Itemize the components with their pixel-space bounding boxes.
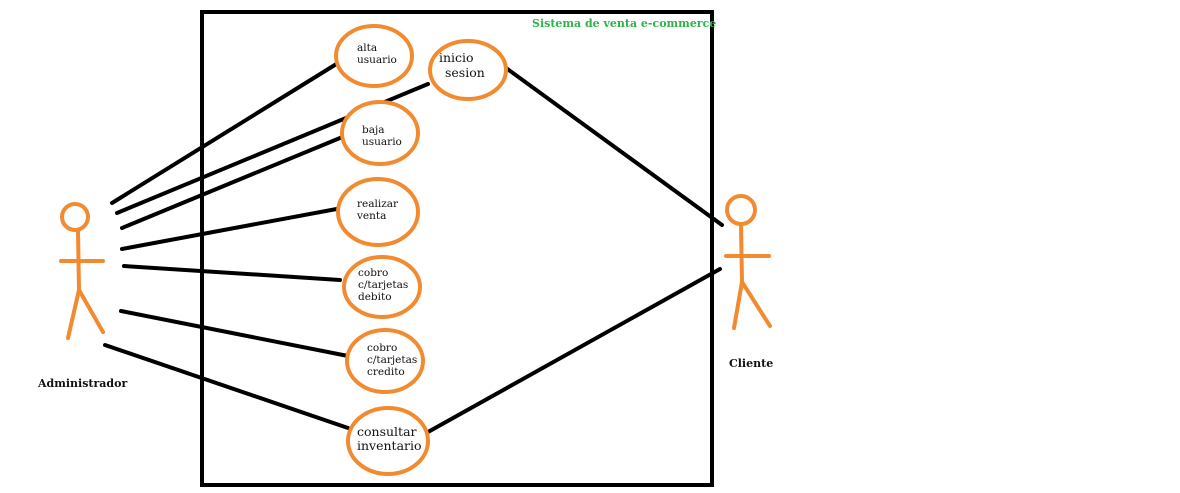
actor-right-leg bbox=[740, 280, 772, 328]
use-case-cobro-debito: cobro c/tarjetas debito bbox=[342, 255, 422, 319]
system-title: Sistema de venta e-commerce bbox=[532, 17, 716, 30]
use-case-label-line: alta bbox=[357, 42, 377, 54]
actor-body bbox=[739, 223, 744, 284]
use-case-realizar-venta: realizar venta bbox=[336, 177, 420, 247]
use-case-label-line: c/tarjetas bbox=[367, 354, 417, 366]
assoc-client-consultar-inventario bbox=[426, 267, 722, 434]
system-boundary bbox=[200, 10, 714, 487]
actor-label-cliente: Cliente bbox=[729, 357, 773, 370]
use-case-label-line: consultar bbox=[357, 424, 417, 439]
actor-cliente bbox=[724, 194, 772, 330]
use-case-label-line: inicio bbox=[439, 50, 474, 65]
actor-head bbox=[60, 202, 90, 232]
use-case-label-line: c/tarjetas bbox=[358, 279, 408, 291]
actor-administrador bbox=[59, 202, 105, 340]
use-case-label-line: sesion bbox=[445, 65, 485, 80]
assoc-admin-realizar-venta bbox=[120, 206, 344, 251]
use-case-consultar-inventario: consultar inventario bbox=[346, 406, 430, 476]
actor-right-leg bbox=[77, 288, 105, 334]
use-case-label-line: cobro bbox=[367, 342, 397, 354]
use-case-label-line: inventario bbox=[357, 438, 422, 453]
assoc-client-inicio-sesion bbox=[504, 66, 724, 227]
use-case-cobro-credito: cobro c/tarjetas credito bbox=[345, 328, 425, 394]
actor-left-leg bbox=[66, 288, 81, 340]
actor-head bbox=[725, 194, 757, 226]
assoc-admin-consultar-inventario bbox=[103, 343, 350, 430]
use-case-inicio-sesion: inicio sesion bbox=[428, 39, 508, 101]
assoc-admin-cobro-debito bbox=[122, 264, 342, 282]
use-case-alta-usuario: alta usuario bbox=[334, 24, 414, 88]
use-case-label-line: usuario bbox=[357, 54, 397, 66]
client-associations bbox=[426, 66, 724, 434]
assoc-admin-baja-usuario bbox=[120, 136, 342, 230]
use-case-baja-usuario: baja usuario bbox=[340, 100, 420, 166]
use-case-label-line: credito bbox=[367, 366, 405, 378]
actor-label-administrador: Administrador bbox=[37, 377, 127, 390]
actor-left-leg bbox=[732, 280, 744, 330]
use-case-label-line: usuario bbox=[362, 136, 402, 148]
use-case-label-line: venta bbox=[356, 210, 386, 222]
use-case-label-line: baja bbox=[362, 124, 385, 136]
use-case-label-line: debito bbox=[358, 291, 392, 303]
use-case-label-line: cobro bbox=[358, 267, 388, 279]
assoc-admin-alta-usuario bbox=[110, 61, 340, 205]
assoc-admin-cobro-credito bbox=[119, 309, 350, 358]
use-case-label-line: realizar bbox=[357, 198, 399, 210]
